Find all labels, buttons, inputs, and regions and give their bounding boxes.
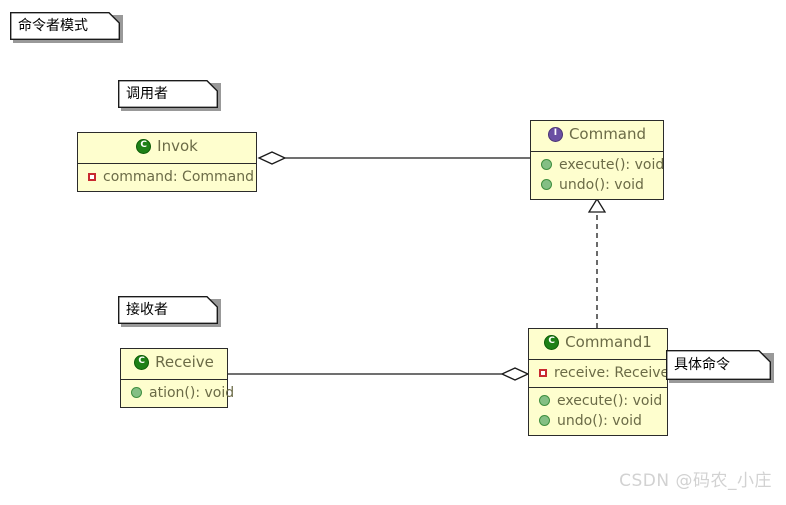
class-methods-receive: ation(): void	[121, 380, 234, 407]
invoker-note: 调用者	[118, 80, 221, 111]
note-body	[118, 296, 218, 324]
method-text: ation(): void	[149, 384, 235, 401]
note-body	[666, 350, 771, 380]
receiver-note-text: 接收者	[126, 302, 168, 318]
class-header-command1: Command1	[529, 329, 667, 360]
class-method: execute(): void	[537, 155, 664, 175]
class-icon	[134, 354, 150, 370]
relation-command1-realizes-command	[587, 197, 607, 328]
method-text: execute(): void	[557, 392, 663, 409]
concrete-command-note-text: 具体命令	[674, 357, 730, 373]
class-method: execute(): void	[535, 391, 663, 411]
relation-invok-aggregates-command	[257, 151, 530, 165]
public-icon	[539, 415, 550, 426]
note-body	[10, 12, 120, 40]
title-note-text: 命令者模式	[18, 18, 88, 34]
class-method: undo(): void	[537, 175, 657, 195]
class-name-command1: Command1	[565, 333, 652, 351]
class-box-command1[interactable]: Command1 receive: Receive execute(): voi…	[528, 328, 669, 436]
attribute-text: receive: Receive	[554, 364, 670, 381]
private-icon	[88, 172, 96, 181]
class-icon	[544, 334, 560, 350]
class-name-invok: Invok	[157, 137, 198, 155]
class-header-invok: Invok	[78, 133, 256, 164]
interface-icon	[547, 126, 563, 142]
class-header-receive: Receive	[121, 349, 227, 380]
class-box-receive[interactable]: Receive ation(): void	[120, 348, 234, 408]
class-attributes-command1: receive: Receive	[529, 360, 669, 388]
note-body	[118, 80, 218, 108]
concrete-command-note: 具体命令	[666, 350, 774, 383]
method-text: execute(): void	[559, 156, 665, 173]
method-text: undo(): void	[557, 412, 642, 429]
invoker-note-text: 调用者	[126, 86, 168, 102]
class-method: undo(): void	[535, 411, 661, 431]
private-icon	[539, 368, 547, 377]
class-attributes-invok: command: Command	[78, 164, 256, 191]
attribute-text: command: Command	[103, 168, 254, 185]
class-box-invok[interactable]: Invok command: Command	[77, 132, 257, 192]
relation-command1-aggregates-receive	[228, 367, 530, 381]
class-header-command: Command	[531, 121, 663, 152]
csdn-watermark: CSDN @码农_小庄	[619, 471, 772, 491]
class-method: ation(): void	[127, 383, 234, 403]
class-name-command: Command	[568, 125, 647, 143]
class-attribute: receive: Receive	[535, 363, 669, 383]
receiver-note: 接收者	[118, 296, 221, 327]
class-methods-command1: execute(): void undo(): void	[529, 388, 667, 435]
public-icon	[541, 159, 552, 170]
class-box-command[interactable]: Command execute(): void undo(): void	[530, 120, 664, 200]
class-methods-command: execute(): void undo(): void	[531, 152, 664, 199]
method-text: undo(): void	[559, 176, 644, 193]
class-attribute: command: Command	[84, 167, 254, 187]
public-icon	[541, 179, 552, 190]
public-icon	[131, 387, 142, 398]
public-icon	[539, 395, 550, 406]
class-icon	[136, 138, 152, 154]
title-note: 命令者模式	[10, 12, 123, 43]
class-name-receive: Receive	[155, 353, 214, 371]
